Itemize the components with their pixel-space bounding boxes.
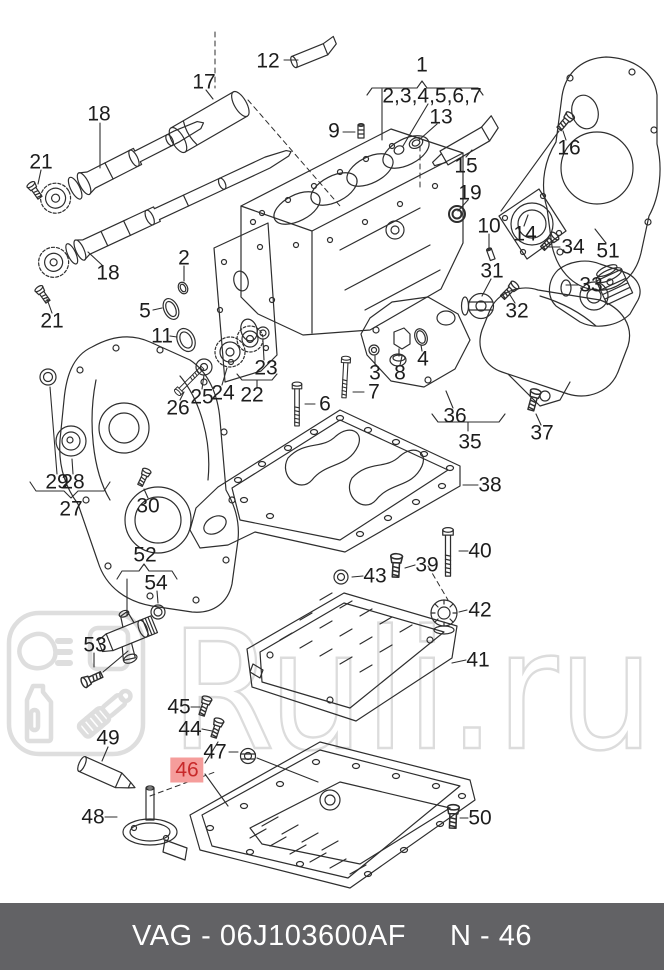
callout-44[interactable]: 44 (178, 717, 202, 741)
watermark-logo (6, 610, 146, 757)
callout-50[interactable]: 50 (468, 806, 492, 830)
cap-2-7 (393, 145, 405, 155)
callout-39[interactable]: 39 (415, 553, 439, 577)
nut-47 (239, 747, 257, 765)
callout-11[interactable]: 11 (151, 324, 173, 348)
dashed-lines (149, 31, 449, 797)
oil-separator-cover-35 (479, 264, 634, 407)
oil-jug-icon (24, 683, 54, 744)
callout-16[interactable]: 16 (557, 136, 581, 160)
oil-separator-membrane-36 (360, 296, 471, 388)
callout-32[interactable]: 32 (505, 299, 529, 323)
callout-27[interactable]: 27 (59, 497, 83, 521)
callout-12[interactable]: 12 (256, 49, 280, 73)
pressure-valve-52 (97, 609, 159, 664)
seal-ring-29 (39, 368, 57, 386)
callout-4[interactable]: 4 (417, 347, 429, 371)
callout-23[interactable]: 23 (254, 356, 278, 380)
cap-13 (408, 136, 424, 150)
callout-38[interactable]: 38 (478, 473, 502, 497)
lower-oil-pan (189, 741, 476, 889)
callout-53[interactable]: 53 (83, 633, 107, 657)
pin-9 (357, 123, 365, 139)
callout-40[interactable]: 40 (468, 539, 492, 563)
callout-28[interactable]: 28 (61, 470, 85, 494)
baffle-plate-41 (246, 592, 458, 722)
menu-bars-icon (55, 638, 73, 666)
sealant-tube-49 (77, 755, 136, 789)
rear-plate-51 (542, 56, 661, 291)
callout-36[interactable]: 36 (443, 404, 467, 428)
callout-37[interactable]: 37 (530, 421, 554, 445)
balance-shaft-lower (38, 149, 292, 278)
callout-48[interactable]: 48 (81, 805, 105, 829)
breather-8 (392, 327, 411, 362)
callout-18[interactable]: 18 (96, 261, 120, 285)
crankshaft-seal-flange (448, 188, 567, 260)
callout-26[interactable]: 26 (166, 396, 190, 420)
balance-shaft-upper (39, 120, 205, 214)
knurled-plug-31 (460, 292, 495, 320)
callout-35[interactable]: 35 (458, 430, 482, 454)
upper-oil-pan-38 (189, 409, 461, 553)
callout-21[interactable]: 21 (40, 309, 64, 333)
footer-bar: VAG - 06J103600AF N - 46 (0, 903, 664, 970)
nut-42 (430, 599, 458, 635)
oil-pump-gears (162, 281, 270, 376)
callout-45[interactable]: 45 (167, 695, 191, 719)
sealant-tube-12 (290, 35, 337, 69)
callout-13[interactable]: 13 (429, 105, 453, 129)
callout-7[interactable]: 7 (368, 380, 380, 404)
callout-6[interactable]: 6 (319, 392, 331, 416)
callout-21[interactable]: 21 (29, 150, 53, 174)
callout-43[interactable]: 43 (363, 564, 387, 588)
washer-43 (333, 569, 349, 585)
seal-ring-19 (448, 205, 466, 223)
callout-19[interactable]: 19 (458, 181, 482, 205)
support-bracket-33 (548, 260, 641, 327)
callout-52[interactable]: 52 (133, 543, 157, 567)
callout-41[interactable]: 41 (466, 648, 490, 672)
ring-54 (150, 604, 166, 620)
footer-page-number: N - 46 (449, 920, 532, 952)
callout-33[interactable]: 33 (579, 273, 603, 297)
callout-8[interactable]: 8 (394, 361, 406, 385)
callout-1[interactable]: 1 (416, 53, 428, 77)
callout-25[interactable]: 25 (190, 385, 214, 409)
callout-29[interactable]: 29 (45, 470, 69, 494)
seal-ring-28 (55, 425, 87, 457)
callout-3[interactable]: 3 (369, 361, 381, 385)
callout-47[interactable]: 47 (203, 740, 227, 764)
oil-level-sensor-48 (122, 785, 188, 861)
callout-22[interactable]: 22 (240, 383, 264, 407)
ring-4 (414, 328, 428, 346)
callout-54[interactable]: 54 (144, 571, 168, 595)
shock-absorber-icon (76, 688, 133, 739)
callout-9[interactable]: 9 (328, 119, 340, 143)
footer-part-number: VAG - 06J103600AF (132, 920, 406, 952)
washer-3 (368, 344, 380, 356)
callout-17[interactable]: 17 (192, 70, 216, 94)
callout-14[interactable]: 14 (513, 222, 537, 246)
watermark-text: Ruli.ru (170, 595, 654, 787)
callout-31[interactable]: 31 (480, 259, 504, 283)
callout-49[interactable]: 49 (96, 726, 120, 750)
callout-15[interactable]: 15 (454, 154, 478, 178)
callout-24[interactable]: 24 (211, 381, 235, 405)
callout-5[interactable]: 5 (139, 299, 151, 323)
callout-2[interactable]: 2 (178, 246, 190, 270)
callout-51[interactable]: 51 (596, 239, 620, 263)
callout-34[interactable]: 34 (561, 235, 585, 259)
callout-42[interactable]: 42 (468, 598, 492, 622)
callout-30[interactable]: 30 (136, 494, 160, 518)
exploded-diagram (25, 31, 661, 889)
callout-46[interactable]: 46 (170, 757, 204, 783)
leader-lines (29, 59, 607, 819)
callout-2-3-4-5-6-7[interactable]: 2,3,4,5,6,7 (382, 84, 482, 108)
callout-18[interactable]: 18 (87, 102, 111, 126)
callout-10[interactable]: 10 (477, 214, 501, 238)
